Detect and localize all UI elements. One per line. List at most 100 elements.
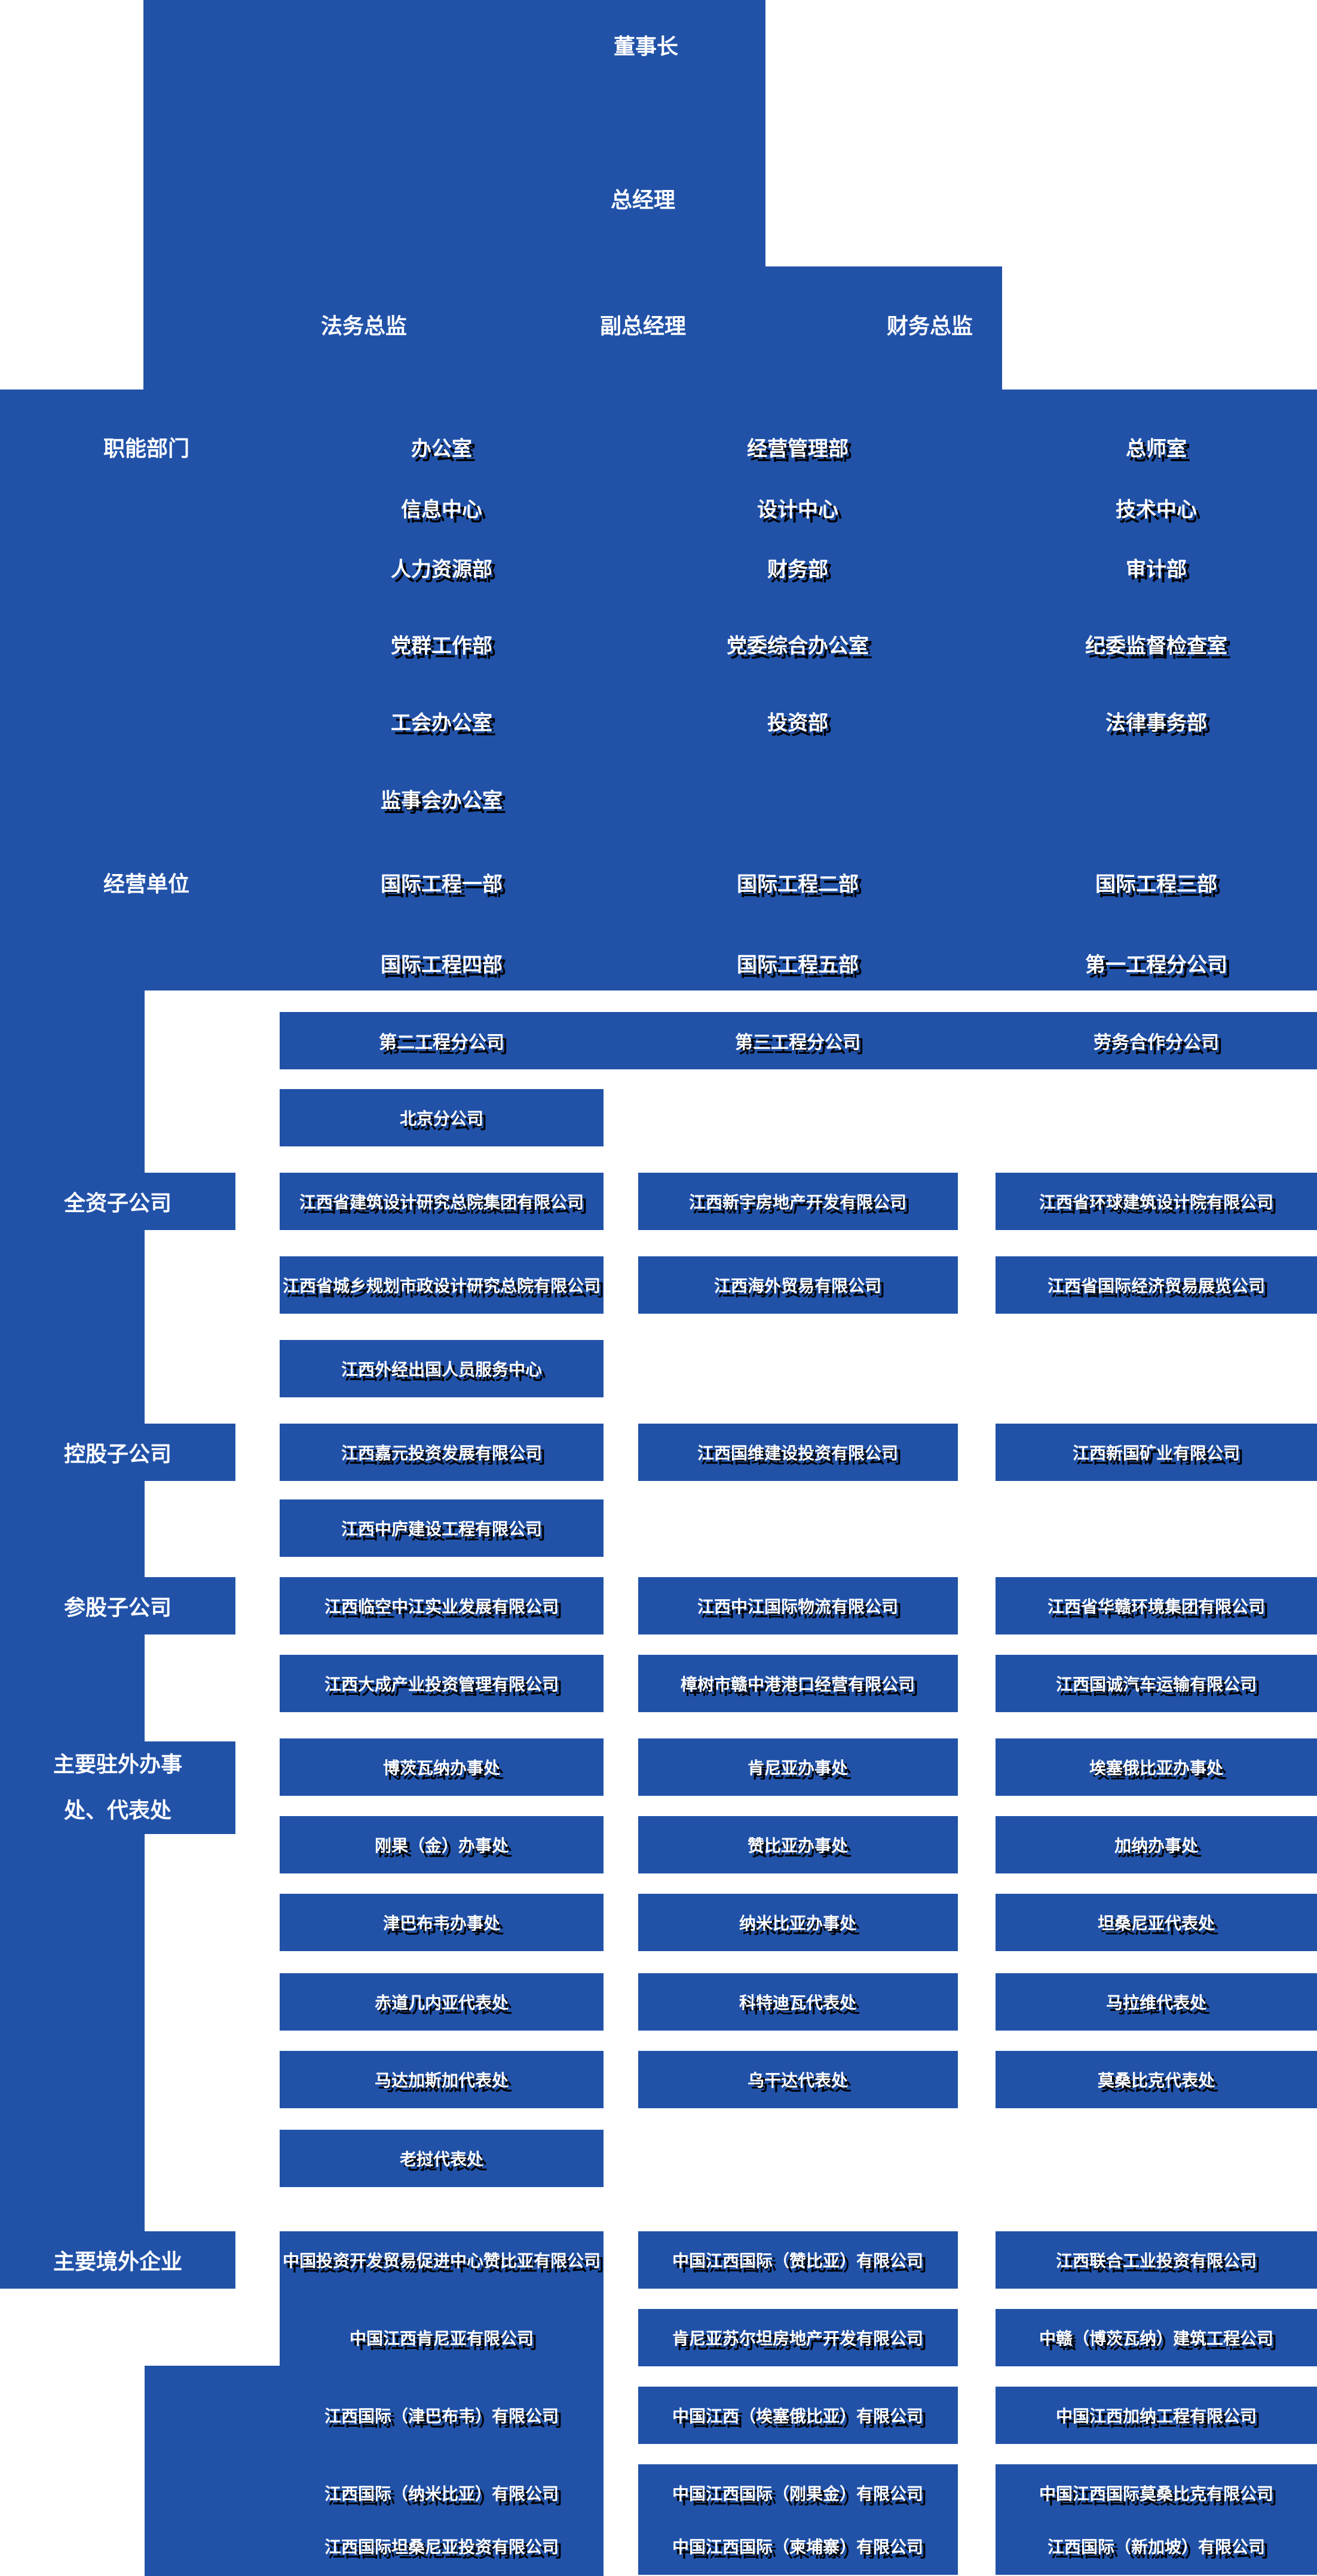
finance-director-label: 财务总监 bbox=[886, 314, 973, 338]
org-box bbox=[638, 2231, 958, 2289]
org-box-label: 江西大成产业投资管理有限公司 bbox=[324, 1675, 559, 1694]
org-box bbox=[638, 1973, 958, 2031]
org-box-label: 津巴布韦办事处 bbox=[382, 1914, 501, 1933]
org-box-label: 博茨瓦纳办事处 bbox=[382, 1759, 501, 1777]
org-box bbox=[996, 2517, 1317, 2575]
org-box bbox=[996, 2387, 1317, 2444]
org-box bbox=[638, 2309, 958, 2366]
org-box bbox=[996, 1577, 1317, 1634]
section-label-box bbox=[0, 1741, 235, 1834]
org-box-label: 中赣（博茨瓦纳）建筑工程公司 bbox=[1039, 2329, 1274, 2348]
org-box-label: 纪委监督检查室 bbox=[1085, 634, 1227, 658]
legal-director-label: 法务总监 bbox=[320, 314, 408, 338]
section-label-box bbox=[0, 1424, 235, 1481]
section-label-box bbox=[0, 1173, 235, 1230]
org-box-label: 经营管理部 bbox=[747, 437, 849, 461]
org-box-label: 加纳办事处 bbox=[1114, 1836, 1199, 1855]
org-box bbox=[280, 1577, 604, 1634]
org-box bbox=[280, 2130, 604, 2187]
org-box-label: 江西海外贸易有限公司 bbox=[713, 1277, 882, 1295]
org-box bbox=[280, 1738, 604, 1796]
org-box bbox=[280, 1089, 604, 1146]
org-box-label: 中国江西国际（柬埔寨）有限公司 bbox=[672, 2538, 924, 2556]
org-box-label: 中国江西肯尼亚有限公司 bbox=[349, 2329, 534, 2348]
org-box bbox=[996, 1256, 1317, 1314]
section-label: 全资子公司 bbox=[63, 1191, 172, 1215]
org-box bbox=[638, 1894, 958, 1951]
org-box-label: 国际工程一部 bbox=[381, 873, 503, 896]
org-box-label: 江西临空中江实业发展有限公司 bbox=[324, 1597, 559, 1616]
org-box-label: 办公室 bbox=[411, 437, 472, 461]
org-box bbox=[638, 2517, 958, 2575]
section-label: 主要驻外办事处、代表处 bbox=[53, 1752, 182, 1823]
org-box-label: 赞比亚办事处 bbox=[747, 1836, 849, 1855]
org-box-label: 江西国际（纳米比亚）有限公司 bbox=[324, 2485, 559, 2503]
org-box bbox=[996, 2231, 1317, 2289]
org-box-label: 信息中心 bbox=[401, 498, 482, 522]
org-box-label: 第三工程分公司 bbox=[735, 1033, 860, 1053]
org-box-label: 江西国际坦桑尼亚投资有限公司 bbox=[324, 2538, 559, 2556]
org-box-label: 江西中江国际物流有限公司 bbox=[697, 1597, 899, 1616]
org-box-label: 投资部 bbox=[767, 712, 828, 735]
org-box-label: 赤道几内亚代表处 bbox=[374, 1994, 509, 2012]
org-box-label: 江西联合工业投资有限公司 bbox=[1055, 2252, 1257, 2270]
org-box-label: 江西国维建设投资有限公司 bbox=[697, 1444, 899, 1462]
org-box-label: 江西省国际经济贸易展览公司 bbox=[1047, 1277, 1266, 1295]
section-label: 控股子公司 bbox=[63, 1442, 172, 1466]
org-box bbox=[638, 1816, 958, 1873]
org-box bbox=[996, 1816, 1317, 1873]
org-box-label: 中国江西国际（赞比亚）有限公司 bbox=[672, 2252, 924, 2270]
overseas-col1-slab bbox=[280, 2231, 604, 2576]
org-box-label: 国际工程四部 bbox=[381, 953, 503, 977]
org-box-label: 国际工程五部 bbox=[737, 953, 859, 977]
org-box-label: 樟树市赣中港港口经营有限公司 bbox=[680, 1675, 915, 1694]
org-box bbox=[280, 1655, 604, 1712]
org-box bbox=[638, 1256, 958, 1314]
executive-block bbox=[143, 266, 1002, 390]
org-box-label: 江西国诚汽车运输有限公司 bbox=[1055, 1675, 1257, 1694]
org-box-label: 马达加斯加代表处 bbox=[374, 2071, 509, 2090]
org-box-label: 中国江西国际（刚果金）有限公司 bbox=[672, 2485, 924, 2503]
org-box bbox=[280, 1424, 604, 1481]
deputy-general-manager-label: 副总经理 bbox=[599, 314, 687, 338]
org-box bbox=[638, 2051, 958, 2108]
org-box-label: 劳务合作分公司 bbox=[1094, 1033, 1219, 1053]
org-box-label: 中国投资开发贸易促进中心赞比亚有限公司 bbox=[282, 2252, 601, 2270]
org-box bbox=[996, 1738, 1317, 1796]
top-block bbox=[143, 0, 765, 266]
department-band bbox=[0, 390, 1317, 990]
chairman-label: 董事长 bbox=[613, 34, 679, 59]
org-box bbox=[996, 1655, 1317, 1712]
org-box-label: 江西中庐建设工程有限公司 bbox=[341, 1520, 543, 1538]
org-box bbox=[638, 1173, 958, 1230]
org-box-label: 江西国际（津巴布韦）有限公司 bbox=[324, 2407, 559, 2425]
org-box-label: 北京分公司 bbox=[399, 1109, 484, 1128]
org-box-label: 肯尼亚苏尔坦房地产开发有限公司 bbox=[672, 2329, 924, 2348]
org-box bbox=[638, 1424, 958, 1481]
org-box-label: 党群工作部 bbox=[391, 634, 492, 658]
org-box-label: 江西省城乡规划市政设计研究总院有限公司 bbox=[282, 1277, 601, 1295]
org-box-label: 法律事务部 bbox=[1105, 712, 1207, 735]
org-box-label: 第一工程分公司 bbox=[1085, 953, 1227, 977]
general-manager-label: 总经理 bbox=[610, 188, 676, 212]
section-label: 参股子公司 bbox=[63, 1595, 172, 1620]
org-box-label: 纳米比亚办事处 bbox=[739, 1914, 857, 1933]
org-box bbox=[280, 1340, 604, 1397]
org-box-label: 人力资源部 bbox=[391, 558, 492, 581]
org-box-label: 总师室 bbox=[1126, 437, 1187, 461]
org-box bbox=[280, 1894, 604, 1951]
org-box bbox=[280, 1256, 604, 1314]
org-box bbox=[996, 1424, 1317, 1481]
section-label: 职能部门 bbox=[103, 436, 190, 461]
org-box bbox=[638, 2387, 958, 2444]
org-box-label: 技术中心 bbox=[1116, 498, 1197, 522]
org-box-label: 江西国际（新加坡）有限公司 bbox=[1047, 2538, 1266, 2556]
section-label-box bbox=[0, 1577, 235, 1634]
org-box-label: 江西新国矿业有限公司 bbox=[1072, 1444, 1241, 1462]
org-box-label: 财务部 bbox=[767, 558, 828, 581]
overseas-left-fill bbox=[145, 2366, 280, 2576]
org-box-label: 中国江西（埃塞俄比亚）有限公司 bbox=[672, 2407, 924, 2425]
org-box-label: 中国江西国际莫桑比克有限公司 bbox=[1039, 2485, 1274, 2503]
org-box bbox=[996, 1173, 1317, 1230]
org-box bbox=[280, 1173, 604, 1230]
